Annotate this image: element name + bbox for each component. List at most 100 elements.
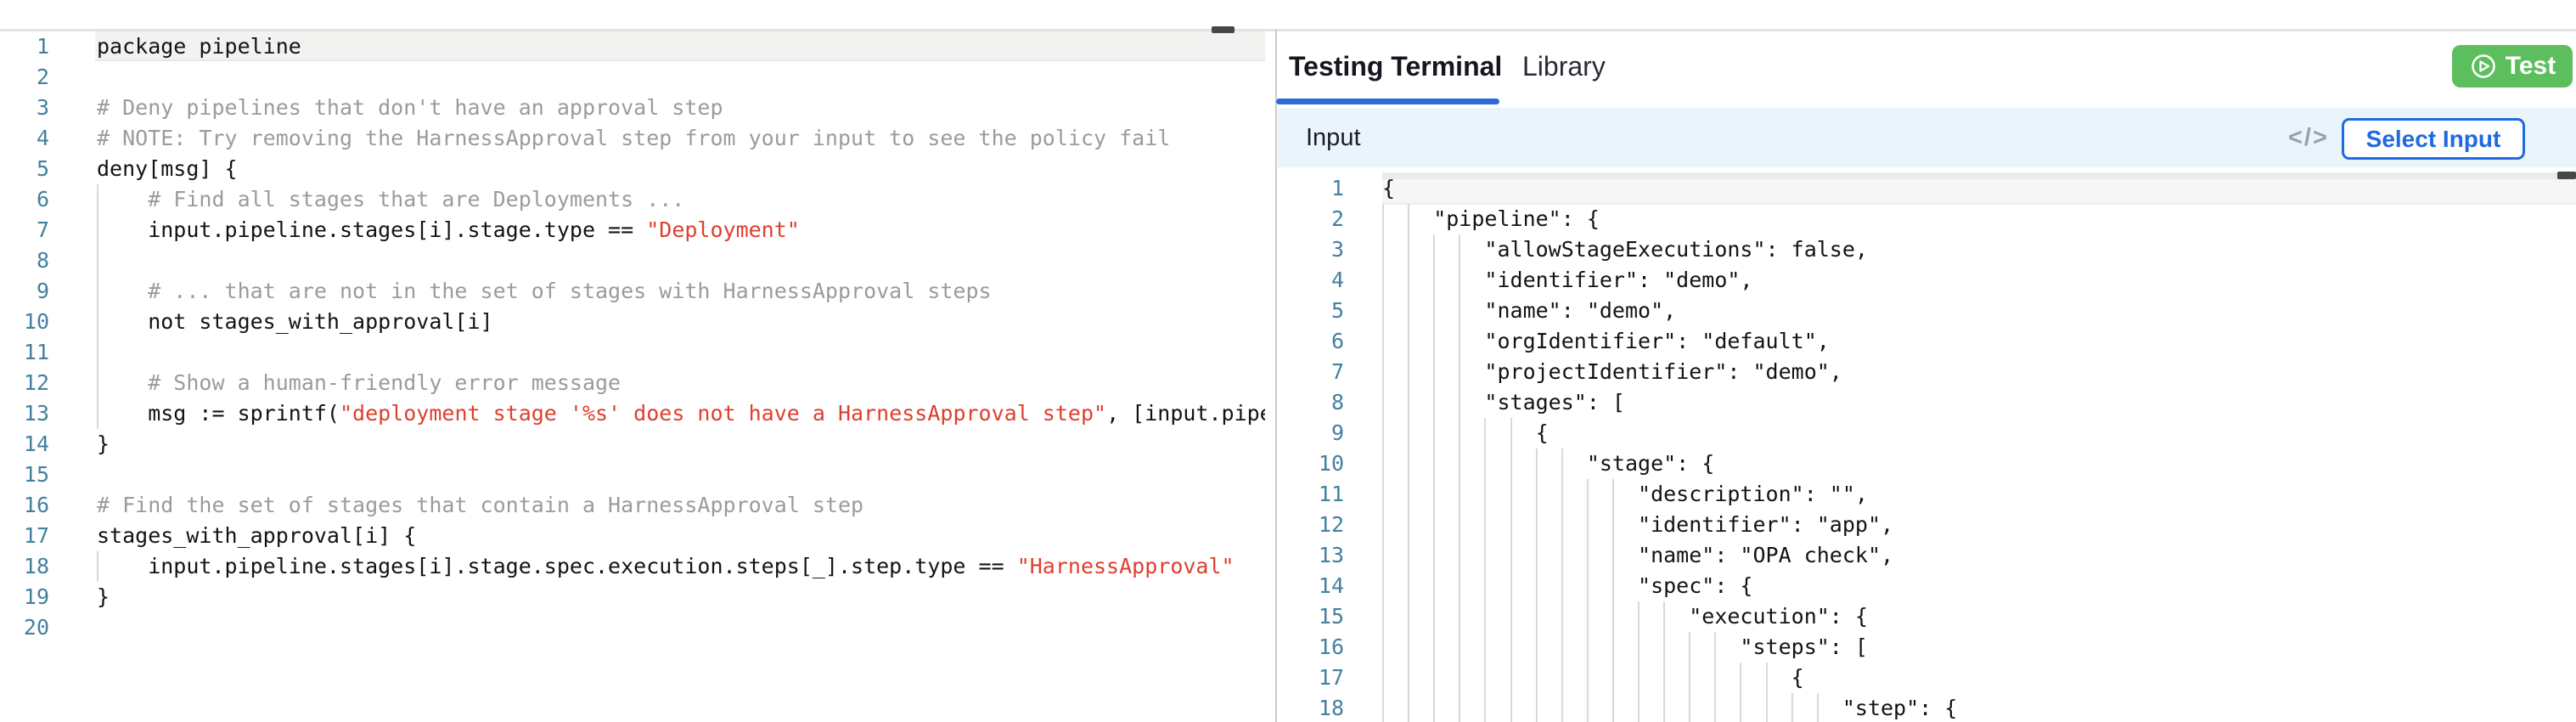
code-line[interactable]: 2	[0, 62, 1265, 93]
code-line[interactable]: 6 # Find all stages that are Deployments…	[0, 184, 1265, 215]
code-line[interactable]: 18 "step": {	[1276, 693, 2576, 722]
code-line[interactable]: 16# Find the set of stages that contain …	[0, 490, 1265, 521]
indent-guide	[1459, 479, 1461, 510]
code-line[interactable]: 20	[0, 612, 1265, 643]
indent-guide	[1535, 693, 1538, 722]
code-line[interactable]: 3# Deny pipelines that don't have an app…	[0, 93, 1265, 123]
indent-guide	[1408, 693, 1410, 722]
line-number: 10	[23, 309, 49, 334]
indent-guide	[1586, 510, 1589, 540]
code-line[interactable]: 7 input.pipeline.stages[i].stage.type ==…	[0, 215, 1265, 245]
indent-guide	[1459, 693, 1461, 722]
indent-guide	[1510, 601, 1512, 632]
indent-guide	[97, 184, 98, 215]
indent-guide	[1433, 234, 1436, 265]
code-line[interactable]: 4 "identifier": "demo",	[1276, 265, 2576, 296]
code-line[interactable]: 14}	[0, 429, 1265, 460]
code-line[interactable]: 19}	[0, 582, 1265, 612]
indent-guide	[1561, 479, 1563, 510]
code-line[interactable]: 10 "stage": {	[1276, 448, 2576, 479]
line-number: 10	[1318, 451, 1344, 476]
indent-guide	[1408, 387, 1410, 418]
code-line[interactable]: 10 not stages_with_approval[i]	[0, 307, 1265, 337]
code-text: "step": {	[1382, 696, 1958, 720]
code-line[interactable]: 13 msg := sprintf("deployment stage '%s'…	[0, 398, 1265, 429]
test-button[interactable]: Test	[2452, 45, 2573, 87]
indent-guide	[1433, 540, 1436, 571]
indent-guide	[1433, 418, 1436, 448]
line-number: 17	[23, 523, 49, 548]
input-editor-scrollbar-thumb[interactable]	[2557, 172, 2576, 179]
indent-guide	[1459, 418, 1461, 448]
code-view-icon[interactable]: </>	[2288, 124, 2329, 151]
code-line[interactable]: 9 {	[1276, 418, 2576, 448]
indent-guide	[1408, 296, 1410, 326]
panel-divider[interactable]	[1275, 29, 1277, 722]
code-line[interactable]: 18 input.pipeline.stages[i].stage.spec.e…	[0, 551, 1265, 582]
indent-guide	[1382, 663, 1384, 693]
indent-guide	[1561, 571, 1563, 601]
tab-library[interactable]: Library	[1522, 51, 1606, 82]
indent-guide	[1484, 510, 1487, 540]
code-text: # Deny pipelines that don't have an appr…	[97, 95, 723, 120]
code-line[interactable]: 5 "name": "demo",	[1276, 296, 2576, 326]
code-line[interactable]: 15 "execution": {	[1276, 601, 2576, 632]
indent-guide	[1586, 693, 1589, 722]
indent-guide	[1382, 479, 1384, 510]
indent-guide	[1408, 479, 1410, 510]
code-line[interactable]: 1{	[1276, 173, 2576, 204]
code-line[interactable]: 6 "orgIdentifier": "default",	[1276, 326, 2576, 357]
indent-guide	[1535, 663, 1538, 693]
indent-guide	[1663, 632, 1666, 663]
indent-guide	[1611, 510, 1614, 540]
indent-guide	[97, 398, 98, 429]
indent-guide	[1638, 693, 1640, 722]
input-panel-title: Input	[1306, 124, 1361, 151]
indent-guide	[1663, 693, 1666, 722]
indent-guide	[1689, 632, 1691, 663]
indent-guide	[1459, 663, 1461, 693]
indent-guide	[1638, 601, 1640, 632]
indent-guide	[1408, 418, 1410, 448]
code-line[interactable]: 8	[0, 245, 1265, 276]
line-number: 14	[23, 432, 49, 456]
code-line[interactable]: 11 "description": "",	[1276, 479, 2576, 510]
code-line[interactable]: 8 "stages": [	[1276, 387, 2576, 418]
indent-guide	[97, 245, 98, 276]
code-line[interactable]: 16 "steps": [	[1276, 632, 2576, 663]
policy-editor-scrollbar-thumb[interactable]	[1212, 26, 1235, 33]
code-line[interactable]: 4# NOTE: Try removing the HarnessApprova…	[0, 123, 1265, 154]
input-json-editor[interactable]: 1{2 "pipeline": {3 "allowStageExecutions…	[1276, 173, 2576, 722]
code-line[interactable]: 9 # ... that are not in the set of stage…	[0, 276, 1265, 307]
line-number: 16	[23, 493, 49, 517]
code-line[interactable]: 11	[0, 337, 1265, 368]
code-text: msg := sprintf("deployment stage '%s' do…	[97, 401, 1265, 426]
code-line[interactable]: 12 "identifier": "app",	[1276, 510, 2576, 540]
code-line[interactable]: 13 "name": "OPA check",	[1276, 540, 2576, 571]
indent-guide	[1382, 571, 1384, 601]
code-line[interactable]: 15	[0, 460, 1265, 490]
code-line[interactable]: 3 "allowStageExecutions": false,	[1276, 234, 2576, 265]
code-line[interactable]: 14 "spec": {	[1276, 571, 2576, 601]
select-input-button[interactable]: Select Input	[2342, 118, 2525, 160]
code-text: input.pipeline.stages[i].stage.spec.exec…	[97, 554, 1235, 578]
indent-guide	[1561, 601, 1563, 632]
indent-guide	[1714, 663, 1717, 693]
indent-guide	[1791, 693, 1793, 722]
code-line[interactable]: 17 {	[1276, 663, 2576, 693]
indent-guide	[1740, 663, 1742, 693]
code-line[interactable]: 2 "pipeline": {	[1276, 204, 2576, 234]
indent-guide	[1484, 571, 1487, 601]
code-line[interactable]: 7 "projectIdentifier": "demo",	[1276, 357, 2576, 387]
tab-testing-terminal[interactable]: Testing Terminal	[1289, 51, 1503, 82]
indent-guide	[1535, 510, 1538, 540]
code-text: # ... that are not in the set of stages …	[97, 279, 992, 303]
code-line[interactable]: 12 # Show a human-friendly error message	[0, 368, 1265, 398]
panel-top-border	[0, 29, 2576, 31]
indent-guide	[1611, 663, 1614, 693]
indent-guide	[1459, 387, 1461, 418]
